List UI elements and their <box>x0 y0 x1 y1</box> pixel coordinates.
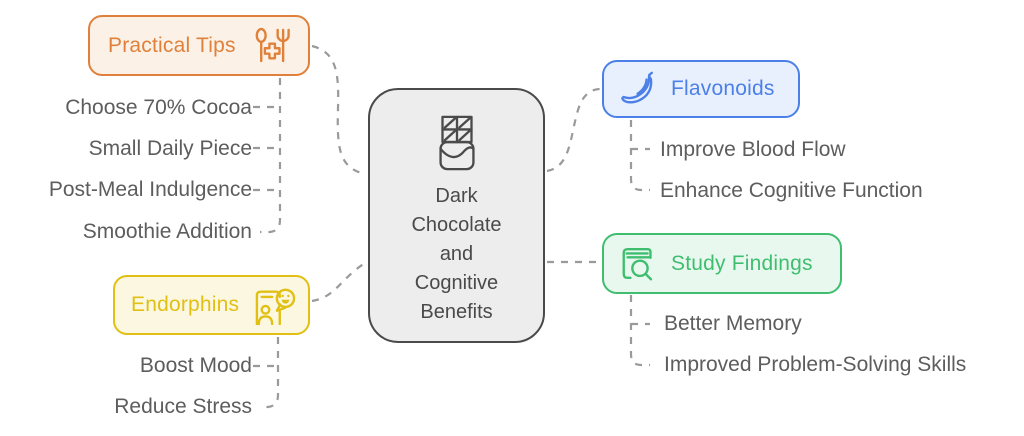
chocolate-bar-icon <box>438 115 475 171</box>
cutlery-plus-icon <box>255 27 290 63</box>
item-text: Improved Problem-Solving Skills <box>664 353 967 376</box>
branch-label-study-findings: Study Findings <box>671 251 813 275</box>
item-text: Better Memory <box>664 312 802 335</box>
branch-label-practical-tips: Practical Tips <box>108 33 236 57</box>
item-text: Boost Mood <box>139 354 252 377</box>
connector-path <box>546 87 602 173</box>
item-text: Improve Blood Flow <box>660 138 846 161</box>
item-text: Choose 70% Cocoa <box>65 96 252 119</box>
book-search-icon <box>622 247 653 281</box>
item-text: Smoothie Addition <box>82 220 252 243</box>
branch-node-practical-tips: Practical Tips <box>88 15 310 76</box>
connector-path <box>260 78 282 234</box>
item-text: Small Daily Piece <box>88 137 252 160</box>
item-text: Reduce Stress <box>114 395 252 418</box>
connector-path <box>629 295 650 367</box>
connector-path <box>629 120 650 192</box>
branch-label-endorphins: Endorphins <box>131 293 240 316</box>
item-text: Post-Meal Indulgence <box>48 178 252 201</box>
branch-node-study-findings: Study Findings <box>602 233 842 294</box>
connector-path <box>311 44 366 176</box>
branch-node-flavonoids: Flavonoids <box>602 60 800 118</box>
connector-path <box>260 337 280 409</box>
branch-label-flavonoids: Flavonoids <box>671 77 775 100</box>
happy-person-icon <box>255 288 296 325</box>
connector-path <box>311 262 366 303</box>
branch-node-endorphins: Endorphins <box>113 275 310 335</box>
banana-icon <box>621 71 654 104</box>
center-title: Dark Chocolate and Cognitive Benefits <box>411 185 502 323</box>
item-text: Enhance Cognitive Function <box>660 179 923 202</box>
center-node: Dark Chocolate and Cognitive Benefits <box>368 88 545 343</box>
